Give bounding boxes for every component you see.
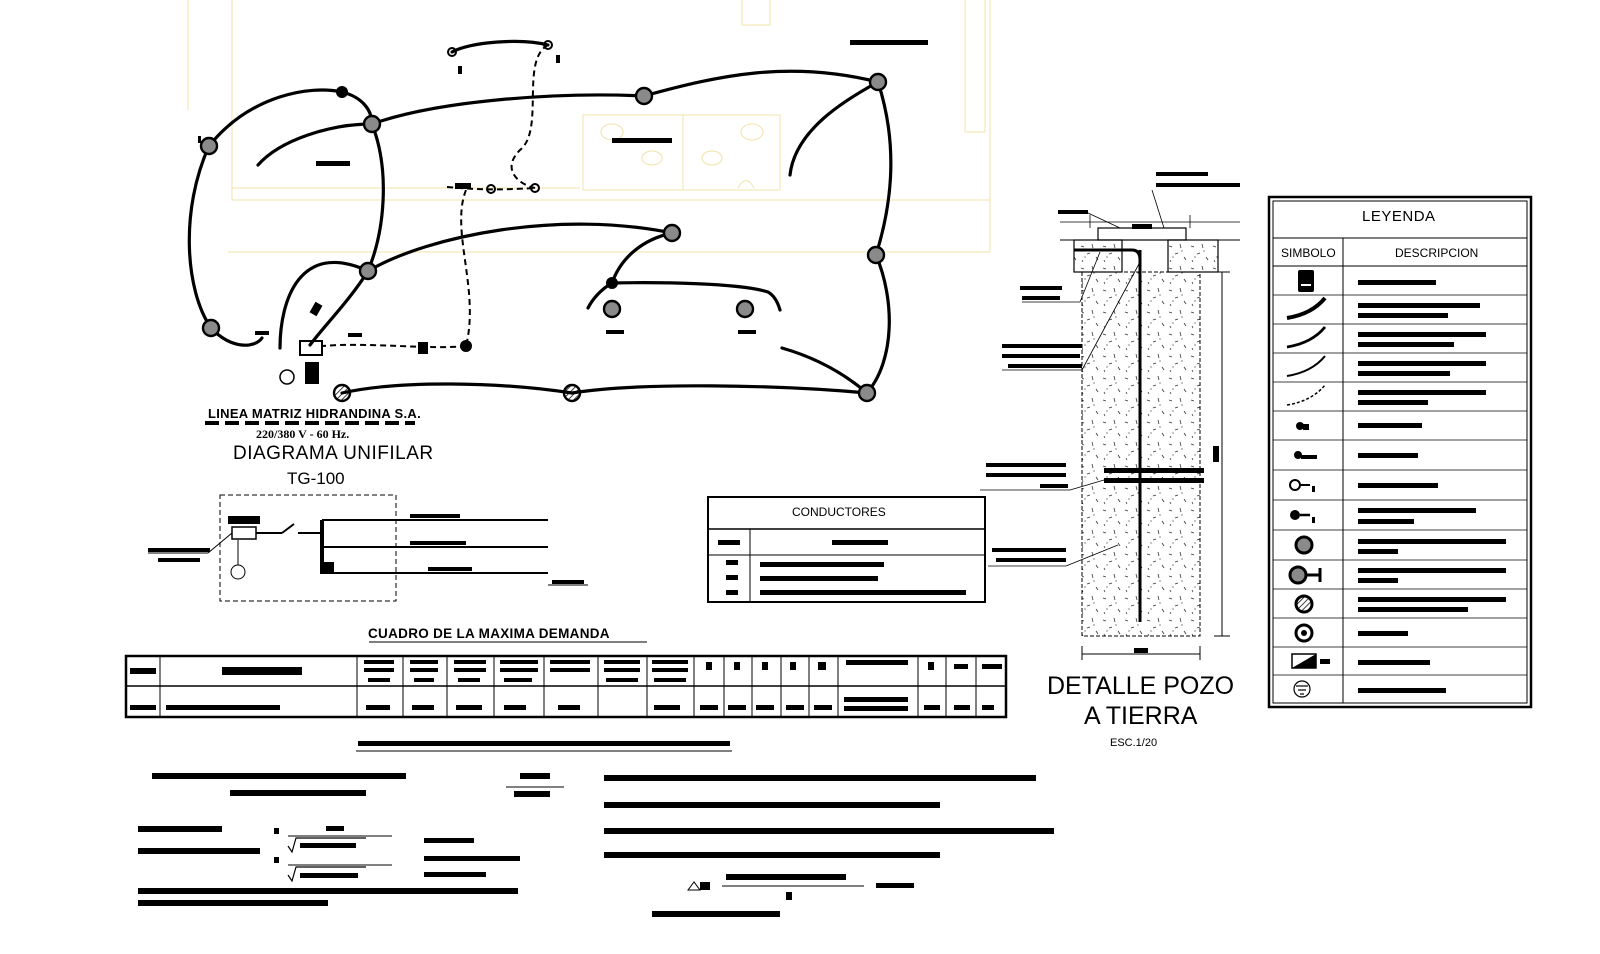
outlet-icon bbox=[1289, 479, 1315, 492]
matriz-line-spec: 220/380 V - 60 Hz. bbox=[256, 427, 350, 441]
legend-col-symbol: SIMBOLO bbox=[1281, 246, 1336, 260]
single-line-diagram bbox=[148, 494, 588, 602]
legend-col-description: DESCRIPCION bbox=[1395, 246, 1479, 260]
matriz-line-title: LINEA MATRIZ HIDRANDINA S.A. bbox=[208, 406, 422, 421]
demand-table bbox=[124, 641, 1008, 719]
ceiling-light-icon bbox=[1294, 535, 1314, 555]
meter-icon bbox=[1291, 653, 1330, 669]
ground-well-scale: ESC.1/20 bbox=[1110, 737, 1158, 749]
legend-title: LEYENDA bbox=[1362, 208, 1436, 225]
distribution-board-icon bbox=[1298, 270, 1314, 292]
ground-well-title-1: DETALLE POZO bbox=[1047, 672, 1235, 700]
ground-well-detail bbox=[980, 172, 1240, 660]
ground-well-title-2: A TIERRA bbox=[1084, 702, 1198, 730]
medium-conduit-icon bbox=[1286, 326, 1327, 349]
light-conduit-icon bbox=[1286, 355, 1326, 377]
calculation-notes bbox=[138, 741, 1054, 917]
plan-annotations bbox=[198, 40, 928, 385]
legend-descriptions bbox=[1358, 280, 1506, 693]
heavy-conduit-icon bbox=[1286, 296, 1327, 320]
spot-light-icon bbox=[1294, 623, 1314, 643]
legend-table bbox=[1267, 195, 1533, 709]
wall-light-icon bbox=[1288, 565, 1322, 585]
switch-double-icon bbox=[1294, 451, 1317, 459]
dashed-wiring bbox=[321, 44, 549, 349]
single-line-title: DIAGRAMA UNIFILAR bbox=[233, 443, 434, 464]
switch-single-icon bbox=[1296, 422, 1309, 430]
hatched-light-icon bbox=[1294, 594, 1314, 614]
legend-symbols bbox=[1286, 270, 1330, 698]
conductors-table bbox=[707, 496, 986, 603]
ground-symbol-icon bbox=[1293, 680, 1311, 698]
conductors-table-title: CONDUCTORES bbox=[792, 505, 886, 519]
floor-plan-outline bbox=[187, 0, 991, 253]
demand-table-title: CUADRO DE LA MAXIMA DEMANDA bbox=[368, 626, 610, 641]
outlet-ground-icon bbox=[1290, 510, 1315, 523]
circuit-wiring bbox=[187, 39, 893, 395]
light-fixtures bbox=[199, 40, 888, 403]
dashed-conduit-icon bbox=[1286, 384, 1326, 406]
board-name: TG-100 bbox=[287, 469, 345, 488]
